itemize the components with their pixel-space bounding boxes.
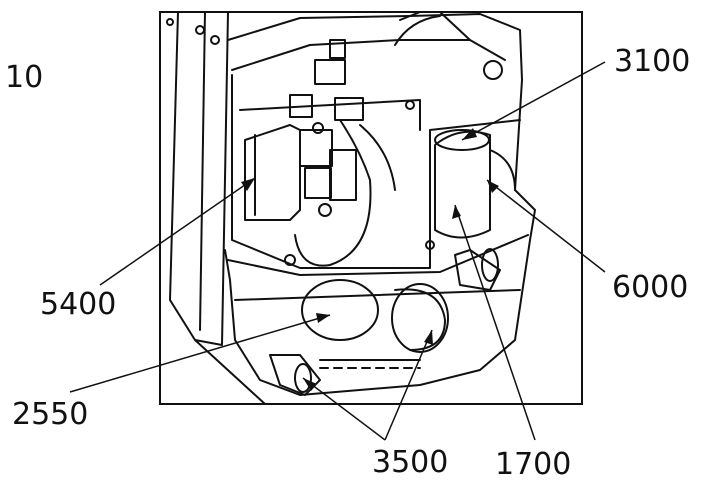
callout-3500: 3500 bbox=[372, 445, 449, 480]
arrowhead-1700 bbox=[452, 205, 461, 219]
callout-5400: 5400 bbox=[40, 287, 117, 322]
drawing-frame bbox=[159, 11, 583, 405]
callout-2550: 2550 bbox=[12, 397, 89, 432]
leader-3100 bbox=[461, 61, 606, 141]
arrowhead-5400 bbox=[241, 178, 255, 191]
leader-3500b bbox=[384, 329, 433, 441]
leader-5400 bbox=[99, 177, 256, 286]
arrowhead-3100 bbox=[462, 128, 477, 140]
callout-1700: 1700 bbox=[495, 447, 572, 482]
leader-2550 bbox=[69, 314, 331, 393]
arrowhead-6000 bbox=[487, 180, 499, 193]
leader-3500a bbox=[302, 377, 386, 441]
leader-6000 bbox=[486, 179, 606, 273]
arrowhead-3500a bbox=[303, 378, 317, 391]
machine-illustration bbox=[166, 11, 536, 405]
callout-3100: 3100 bbox=[614, 44, 691, 79]
figure-number: 10 bbox=[5, 60, 44, 95]
leader-1700 bbox=[454, 204, 536, 441]
callout-6000: 6000 bbox=[612, 270, 689, 305]
arrowhead-2550 bbox=[316, 313, 330, 323]
arrowhead-3500b bbox=[424, 330, 433, 345]
